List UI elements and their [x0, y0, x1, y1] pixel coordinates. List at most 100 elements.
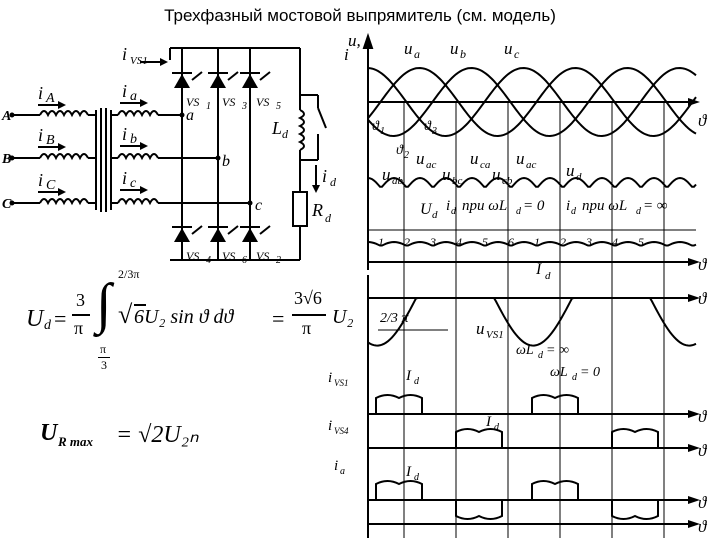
wl-zero-end: = 0	[580, 365, 600, 380]
i-sec-a-sub: a	[130, 89, 137, 104]
eq-sign-2: =	[272, 306, 285, 331]
theta-axis-4: ϑ	[698, 407, 708, 426]
ia-pulse-pos-1	[375, 480, 423, 500]
integral-upper-limit: 2/3π	[118, 267, 140, 281]
ud-sub: d	[44, 318, 51, 333]
interval-number: 5	[638, 235, 644, 249]
load-current-sub: d	[330, 175, 337, 189]
phase-b-wave	[367, 66, 697, 138]
ubc-label: u	[442, 165, 451, 184]
Id-3-sub: d	[414, 472, 420, 483]
u-vs1-sub: VS1	[486, 329, 504, 341]
cond2-end: = ∞	[643, 198, 668, 214]
ia-pulse-neg-1	[455, 500, 503, 520]
phase-c-wave	[367, 66, 697, 138]
cond2-sub: d	[636, 206, 642, 217]
ua-label: u	[404, 39, 413, 58]
uac-sub: ac	[426, 159, 437, 171]
terminal-a-label: A	[1, 109, 11, 124]
ubc-sub: bc	[452, 175, 463, 187]
Id-3-label: I	[405, 464, 412, 480]
interval-number: 3	[429, 235, 436, 249]
theta-axis-7: ϑ	[698, 517, 708, 536]
phase-a-wave	[367, 66, 697, 138]
i-sec-b-sub: b	[130, 132, 137, 147]
vs6-num: 6	[242, 255, 247, 266]
integral-sign: ∫	[96, 273, 112, 335]
vs5-label: VS	[256, 95, 269, 109]
terminal-b-label: B	[1, 152, 11, 167]
inductor-label: L	[271, 118, 282, 138]
i-b-sub: B	[46, 133, 55, 148]
axis-u-label: u,	[348, 31, 361, 50]
cond1-end: = 0	[523, 198, 545, 214]
rectified-voltage-envelope	[367, 176, 697, 188]
frac-num: 3	[76, 290, 85, 310]
ucb-sub: cb	[502, 175, 513, 187]
Ud-sub: d	[432, 209, 438, 221]
vs5-num: 5	[276, 101, 281, 112]
Id-2-label: I	[485, 414, 492, 430]
ur-rhs: = √2U₂ₙ	[116, 422, 199, 448]
theta1-sub: 1	[380, 126, 385, 137]
vs2-label: VS	[256, 249, 269, 263]
theta-axis-6: ϑ	[698, 493, 708, 512]
ua-sub: a	[414, 47, 420, 61]
interval-number: 3	[585, 235, 592, 249]
vs4-num: 4	[206, 255, 211, 266]
i-sec-b-label: i	[122, 124, 127, 144]
sqrt-sign: √	[118, 300, 133, 329]
ia-pulse-neg-2	[611, 500, 659, 520]
interval-number: 5	[482, 235, 488, 249]
ud-top-sub: d	[576, 171, 582, 183]
i-vs1-pulse-1	[375, 394, 423, 414]
uc-sub: c	[514, 47, 520, 61]
interval-number: 1	[378, 235, 384, 249]
theta1-label: ϑ	[372, 119, 380, 134]
cond1-text: при ωL	[462, 198, 507, 214]
Id-2-sub: d	[494, 422, 500, 433]
Ud-label: U	[420, 201, 433, 218]
i-vs4-pulse-1	[455, 428, 503, 448]
uac-label: u	[416, 149, 425, 168]
node-c-label: c	[255, 197, 262, 214]
id-cond2-sub: d	[571, 206, 577, 217]
inductor-sub: d	[282, 127, 289, 141]
lower-frac-bar	[98, 357, 110, 358]
theta2-sub: 2	[404, 150, 409, 161]
resistor-label: R	[311, 200, 323, 220]
frac-bar	[72, 314, 90, 316]
Id-main-label: I	[535, 261, 542, 278]
ur-symbol: U	[40, 420, 58, 446]
vs2-num: 2	[276, 255, 281, 266]
i-vs4-wave-label: i	[328, 418, 332, 434]
integrand: 6U₂ sin ϑ dϑ	[134, 306, 234, 328]
integral-lower-num: π	[100, 342, 107, 356]
vs1-num: 1	[206, 101, 211, 112]
ia-pulse-pos-2	[531, 480, 579, 500]
vs1-label: VS	[186, 95, 199, 109]
wl-inf-sub: d	[538, 350, 544, 361]
uab-label: u	[382, 165, 391, 184]
wl-inf-end: = ∞	[546, 343, 569, 358]
i-sec-c-label: i	[122, 168, 127, 188]
theta-axis-1: ϑ	[698, 111, 708, 130]
page-title: Трехфазный мостовой выпрямитель (см. мод…	[164, 6, 556, 25]
axis-i-label: i	[344, 45, 349, 64]
vs3-label: VS	[222, 95, 235, 109]
vs3-num: 3	[241, 101, 247, 112]
interval-number: 1	[534, 235, 540, 249]
waveform-diagram: u, i u a u b u c ϑ ϑ 1 ϑ 2 ϑ 3 u ab u ac…	[328, 31, 708, 538]
uca-label: u	[470, 149, 479, 168]
node-a-label: a	[186, 107, 194, 124]
i-b-label: i	[38, 125, 43, 145]
theta2-label: ϑ	[396, 143, 404, 158]
reverse-voltage-formula: U R max = √2U₂ₙ	[40, 418, 240, 458]
cond2-text: при ωL	[582, 198, 627, 214]
node-b-label: b	[222, 153, 230, 170]
uca-sub: ca	[480, 159, 491, 171]
average-voltage-formula: 2/3π U d = 3 π ∫ π 3 √ 6U₂ sin ϑ dϑ = 3√…	[20, 262, 360, 382]
ucb-label: u	[492, 165, 501, 184]
sqrt-bar	[134, 304, 146, 306]
theta-axis-5: ϑ	[698, 441, 708, 460]
